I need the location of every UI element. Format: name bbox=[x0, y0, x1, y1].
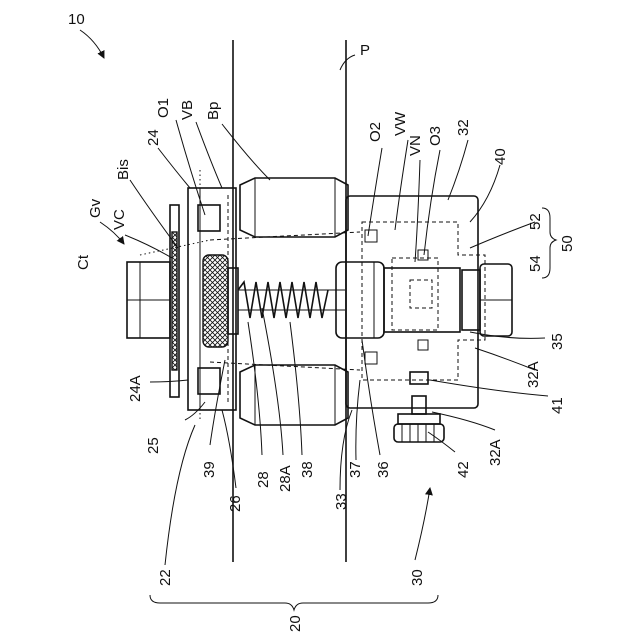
label-24A: 24A bbox=[127, 375, 144, 402]
label-Ct: Ct bbox=[75, 254, 92, 270]
label-35: 35 bbox=[549, 333, 566, 350]
label-36: 36 bbox=[375, 461, 392, 478]
label-32: 32 bbox=[455, 119, 472, 136]
label-30: 30 bbox=[409, 569, 426, 586]
label-40: 40 bbox=[492, 148, 509, 165]
label-10: 10 bbox=[68, 11, 85, 28]
label-Gv: Gv bbox=[87, 198, 104, 218]
label-O3: O3 bbox=[427, 126, 444, 146]
label-38: 38 bbox=[299, 461, 316, 478]
label-50: 50 bbox=[559, 235, 576, 252]
hex-nut-top bbox=[240, 178, 348, 237]
hex-nut-bottom bbox=[240, 365, 348, 425]
label-O2: O2 bbox=[367, 122, 384, 142]
label-41: 41 bbox=[549, 397, 566, 414]
label-VN: VN bbox=[407, 135, 424, 156]
label-25: 25 bbox=[145, 437, 162, 454]
bolt-head bbox=[462, 264, 512, 336]
label-VB: VB bbox=[179, 100, 196, 120]
label-28A: 28A bbox=[277, 465, 294, 492]
label-VW: VW bbox=[392, 111, 409, 136]
label-33: 33 bbox=[333, 493, 350, 510]
knob bbox=[394, 396, 444, 442]
label-22: 22 bbox=[157, 569, 174, 586]
cap bbox=[127, 262, 170, 338]
label-32A-lower: 32A bbox=[487, 439, 504, 466]
label-20: 20 bbox=[287, 615, 304, 632]
label-P: P bbox=[360, 42, 370, 59]
label-26: 26 bbox=[227, 495, 244, 512]
label-24: 24 bbox=[145, 129, 162, 146]
label-37: 37 bbox=[347, 461, 364, 478]
spring bbox=[238, 282, 345, 318]
label-52: 52 bbox=[527, 213, 544, 230]
label-O1: O1 bbox=[155, 98, 172, 118]
plunger bbox=[336, 262, 460, 338]
labels: 10 P O1 VB Bp O2 VW VN O3 32 24 Bis 40 G… bbox=[68, 11, 576, 632]
flange-plate bbox=[170, 205, 179, 397]
label-VC: VC bbox=[111, 209, 128, 230]
label-Bis: Bis bbox=[115, 159, 132, 180]
label-42: 42 bbox=[455, 461, 472, 478]
label-54: 54 bbox=[527, 255, 544, 272]
label-28: 28 bbox=[255, 471, 272, 488]
label-39: 39 bbox=[201, 461, 218, 478]
label-32A-right: 32A bbox=[525, 361, 542, 388]
label-Bp: Bp bbox=[205, 102, 222, 120]
